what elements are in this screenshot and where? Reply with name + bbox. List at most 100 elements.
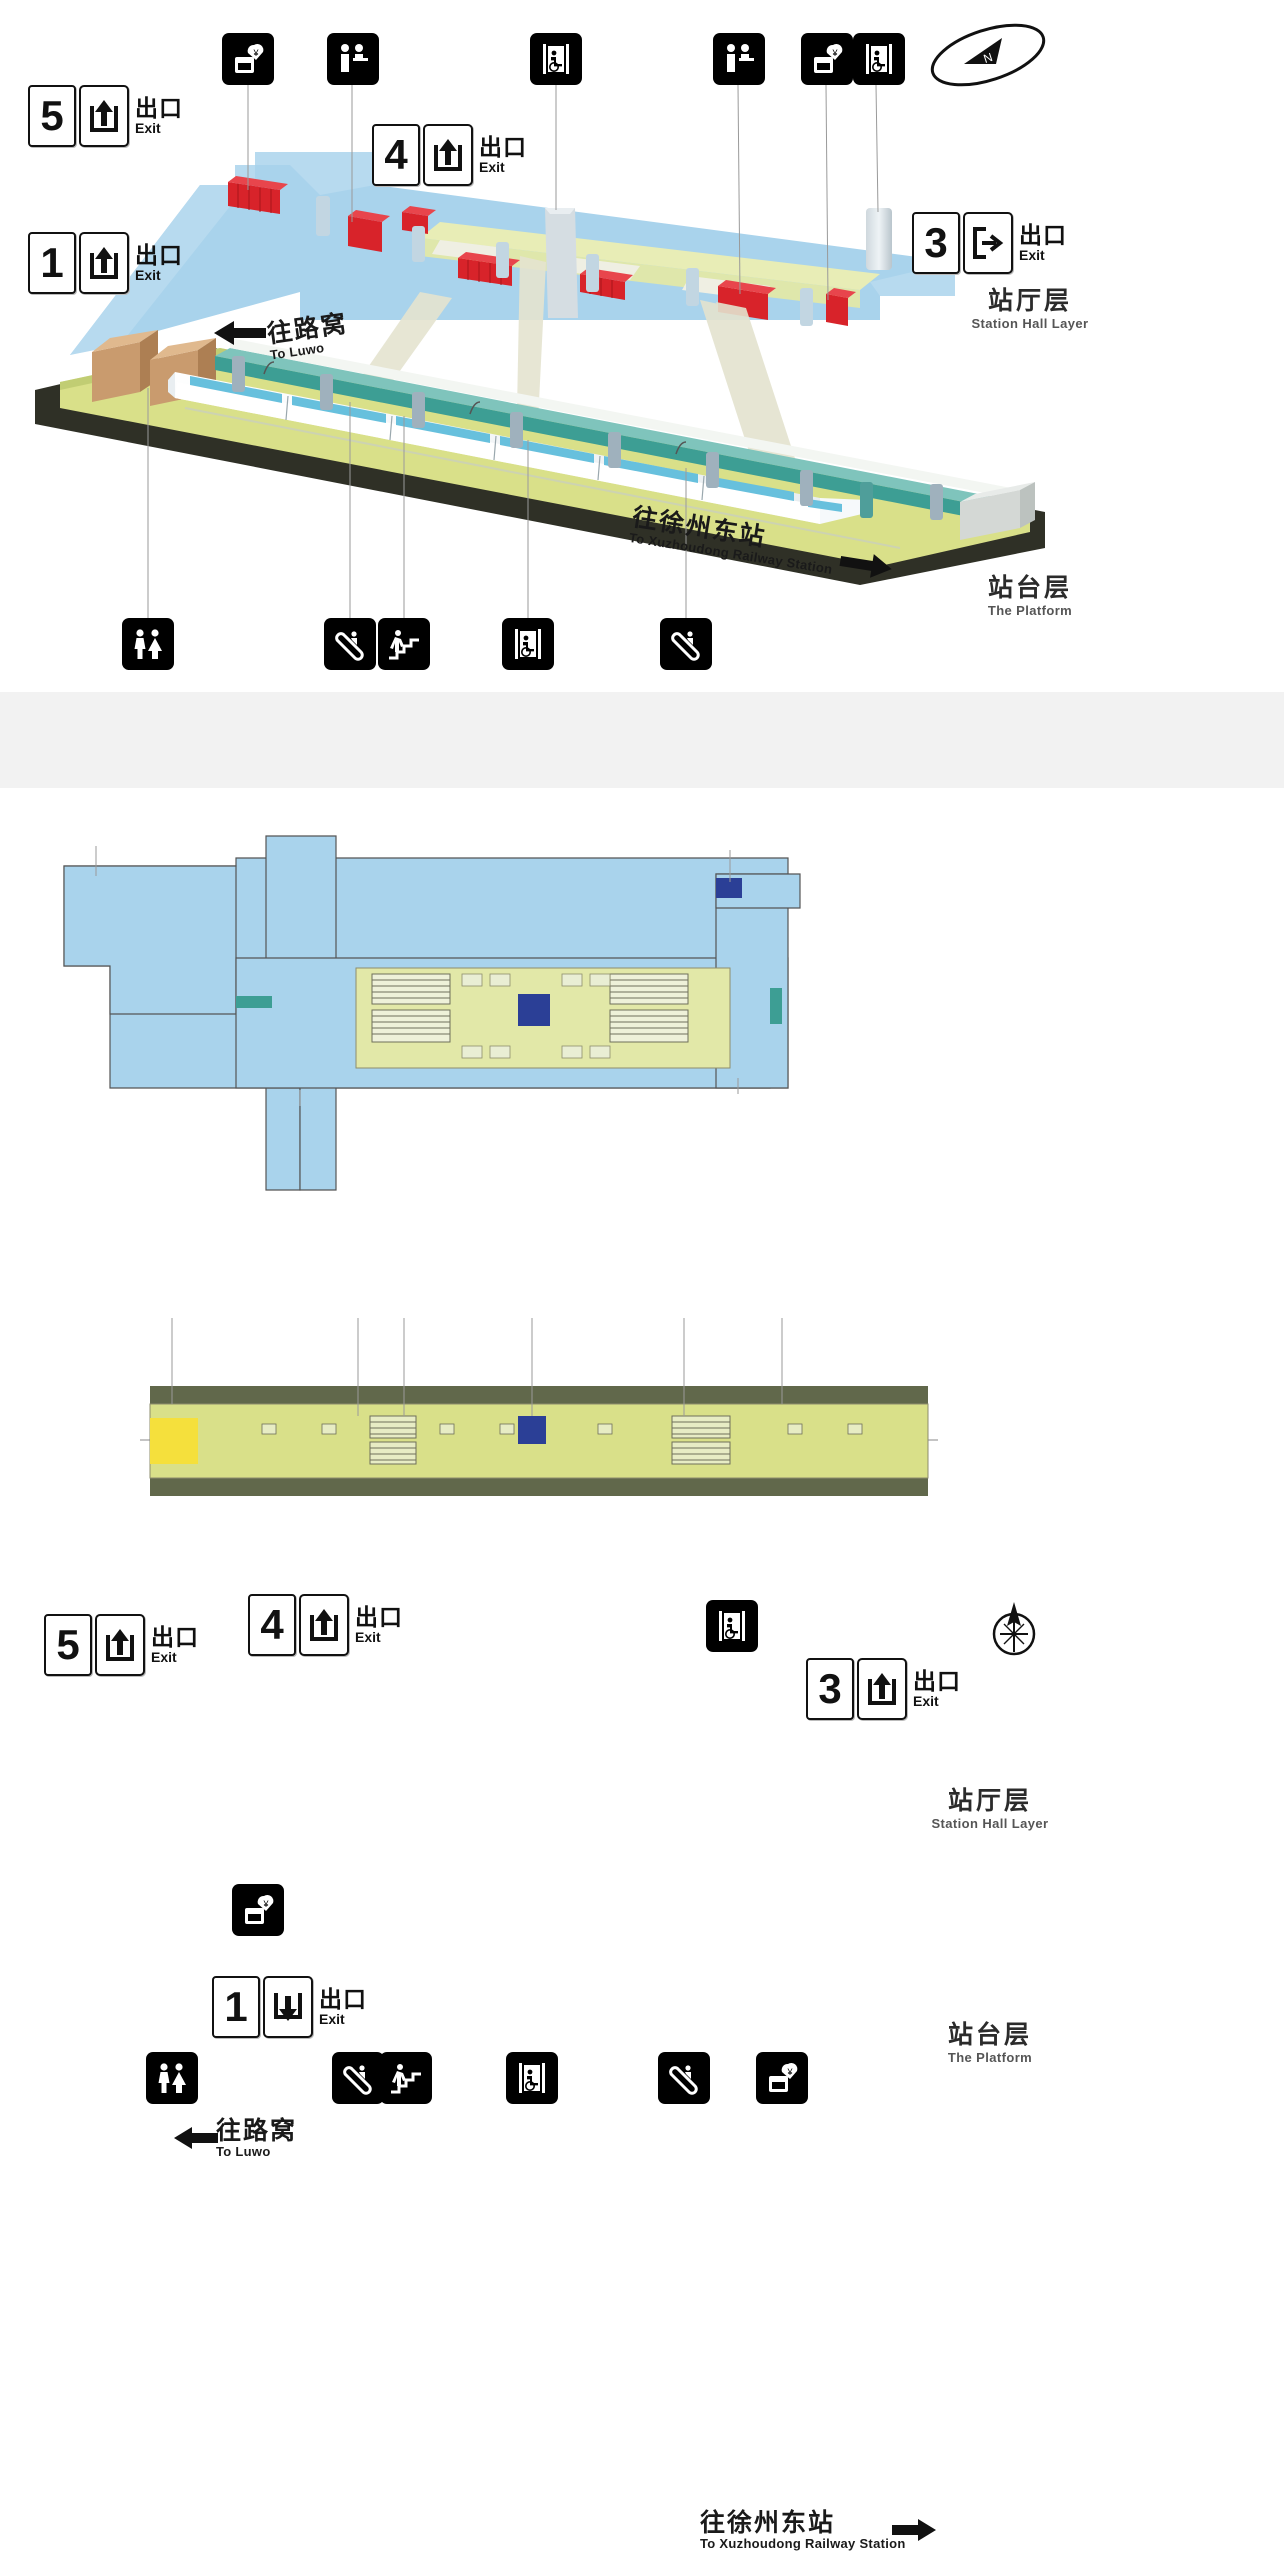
exit-label-cn: 出口	[151, 1624, 199, 1650]
layer-label-cn: 站厅层	[987, 287, 1072, 315]
exit-label: 出口 Exit	[135, 242, 183, 283]
plan-view-panel: 5 出口 Exit 4 出口 Exit 3 出口 Exit 1	[0, 788, 1284, 2551]
accessible-elevator-icon	[706, 1600, 758, 1652]
exit-label-cn: 出口	[913, 1668, 961, 1694]
layer-label-station-hall: 站厅层 Station Hall Layer	[940, 287, 1120, 330]
exit-label-cn: 出口	[135, 95, 183, 121]
exit-sign-4[interactable]: 4 出口 Exit	[248, 1594, 403, 1656]
exit-number: 4	[372, 124, 420, 186]
exit-label: 出口 Exit	[913, 1668, 961, 1709]
exit-number: 3	[912, 212, 960, 274]
escalator-icon	[660, 618, 712, 670]
direction-label-cn: 往徐州东站	[700, 2509, 836, 2537]
platform-edge-line	[184, 407, 901, 549]
exit-up-arrow-icon	[857, 1658, 907, 1720]
exit-label-cn: 出口	[1019, 222, 1067, 248]
exit-sign-5[interactable]: 5 出口 Exit	[28, 85, 183, 147]
exit-sign-4[interactable]: 4 出口 Exit	[372, 124, 527, 186]
exit-up-arrow-icon	[79, 232, 129, 294]
exit-label-en: Exit	[151, 1649, 177, 1665]
exit-label-en: Exit	[319, 2011, 345, 2027]
platform-tunnel-tube	[230, 338, 1032, 502]
exit-number: 5	[28, 85, 76, 147]
exit-label: 出口 Exit	[355, 1606, 403, 1645]
plan-hall-rooms	[461, 973, 611, 1059]
compass-north-icon	[992, 1602, 1036, 1656]
plan-platform-stair-treads	[370, 1421, 730, 1461]
layer-label-en: Station Hall Layer	[931, 1815, 1049, 1831]
exit-sign-1[interactable]: 1 出口 Exit	[212, 1976, 367, 2038]
exit-up-arrow-icon	[79, 85, 129, 147]
layer-label-en: The Platform	[987, 602, 1073, 618]
svg-text:¥: ¥	[786, 2067, 793, 2077]
plan-station-artwork	[63, 835, 938, 1496]
exit-number: 1	[28, 232, 76, 294]
exit-label-cn: 出口	[135, 242, 183, 268]
hall-vertical-shaft	[545, 208, 578, 318]
plan-platform-yellow-block	[150, 1418, 198, 1464]
plan-platform-stairs-c	[671, 1415, 731, 1439]
exit-label-en: Exit	[135, 120, 161, 136]
arrow-right-icon	[839, 554, 892, 578]
platform-end-structure	[960, 482, 1035, 540]
exit-up-arrow-icon	[423, 124, 473, 186]
platform-back-wall-top	[215, 348, 1030, 512]
layer-label-station-hall: 站厅层 Station Hall Layer	[880, 1787, 1100, 1831]
plan-accent-teal-west	[236, 996, 272, 1008]
exit-label-en: Exit	[355, 1629, 381, 1645]
exit-number: 4	[248, 1594, 296, 1656]
platform-leader-lines	[147, 388, 687, 618]
accessible-elevator-icon	[853, 33, 905, 85]
plan-platform-leader-lines	[171, 1318, 783, 1416]
layer-label-platform: 站台层 The Platform	[880, 2021, 1100, 2065]
direction-to-xuzhoudong: 往徐州东站 To Xuzhoudong Railway Station	[700, 2510, 906, 2551]
exit-label-en: Exit	[479, 159, 505, 175]
ticket-office-service-counter-icon	[327, 33, 379, 85]
exit-label: 出口 Exit	[135, 95, 183, 136]
isometric-view-panel: 5 出口 Exit 1 出口 Exit 4 出口 Exit 3	[0, 0, 1284, 692]
exit-door-right-arrow-icon	[963, 212, 1013, 274]
plan-platform-stairs-a	[369, 1415, 417, 1439]
accessible-elevator-icon	[530, 33, 582, 85]
ticket-vending-machine-icon: ¥	[756, 2052, 808, 2104]
svg-text:N: N	[982, 50, 995, 66]
arrow-left-icon	[214, 321, 266, 345]
svg-text:¥: ¥	[252, 48, 259, 58]
exit-label-en: Exit	[913, 1693, 939, 1709]
direction-to-luwo: 往路窝 To Luwo	[216, 2117, 298, 2160]
ticket-vending-machine-icon: ¥	[222, 33, 274, 85]
arrow-right-icon	[892, 2519, 936, 2541]
exit-sign-5[interactable]: 5 出口 Exit	[44, 1614, 199, 1676]
exit-label: 出口 Exit	[1019, 222, 1067, 263]
exit-sign-3[interactable]: 3 出口 Exit	[912, 212, 1067, 274]
plan-hall-elevator	[518, 994, 550, 1026]
exit-label-en: Exit	[1019, 247, 1045, 263]
direction-label-cn: 往路窝	[216, 2117, 298, 2145]
exit-down-arrow-icon	[263, 1976, 313, 2038]
exit-sign-3[interactable]: 3 出口 Exit	[806, 1658, 961, 1720]
compass-north-icon: N	[930, 23, 1046, 87]
layer-label-platform: 站台层 The Platform	[940, 574, 1120, 618]
layer-label-cn: 站台层	[947, 2021, 1032, 2049]
panel-divider	[0, 692, 1284, 788]
plan-hall-leader-lines	[95, 846, 739, 1106]
layer-label-en: The Platform	[947, 2049, 1033, 2065]
hall-leader-lines	[247, 84, 879, 301]
hall-columns	[316, 196, 892, 326]
plan-platform-small-rooms	[261, 1423, 863, 1435]
ticket-vending-machine-icon: ¥	[232, 1884, 284, 1936]
stairs-icon	[380, 2052, 432, 2104]
ticket-vending-machine-icon: ¥	[801, 33, 853, 85]
plan-platform-stairs-d	[671, 1441, 731, 1465]
exit-number: 3	[806, 1658, 854, 1720]
exit-number: 1	[212, 1976, 260, 2038]
exit-sign-1[interactable]: 1 出口 Exit	[28, 232, 183, 294]
ticket-office-service-counter-icon	[713, 33, 765, 85]
svg-text:¥: ¥	[831, 48, 838, 58]
plan-hall-stairs	[371, 973, 689, 1043]
plan-hall-elevator-exit3	[716, 878, 742, 898]
hall-vertical-shaft-top	[545, 208, 575, 214]
plan-platform-stairs-b	[369, 1441, 417, 1465]
platform-columns	[232, 356, 943, 520]
restroom-icon	[122, 618, 174, 670]
